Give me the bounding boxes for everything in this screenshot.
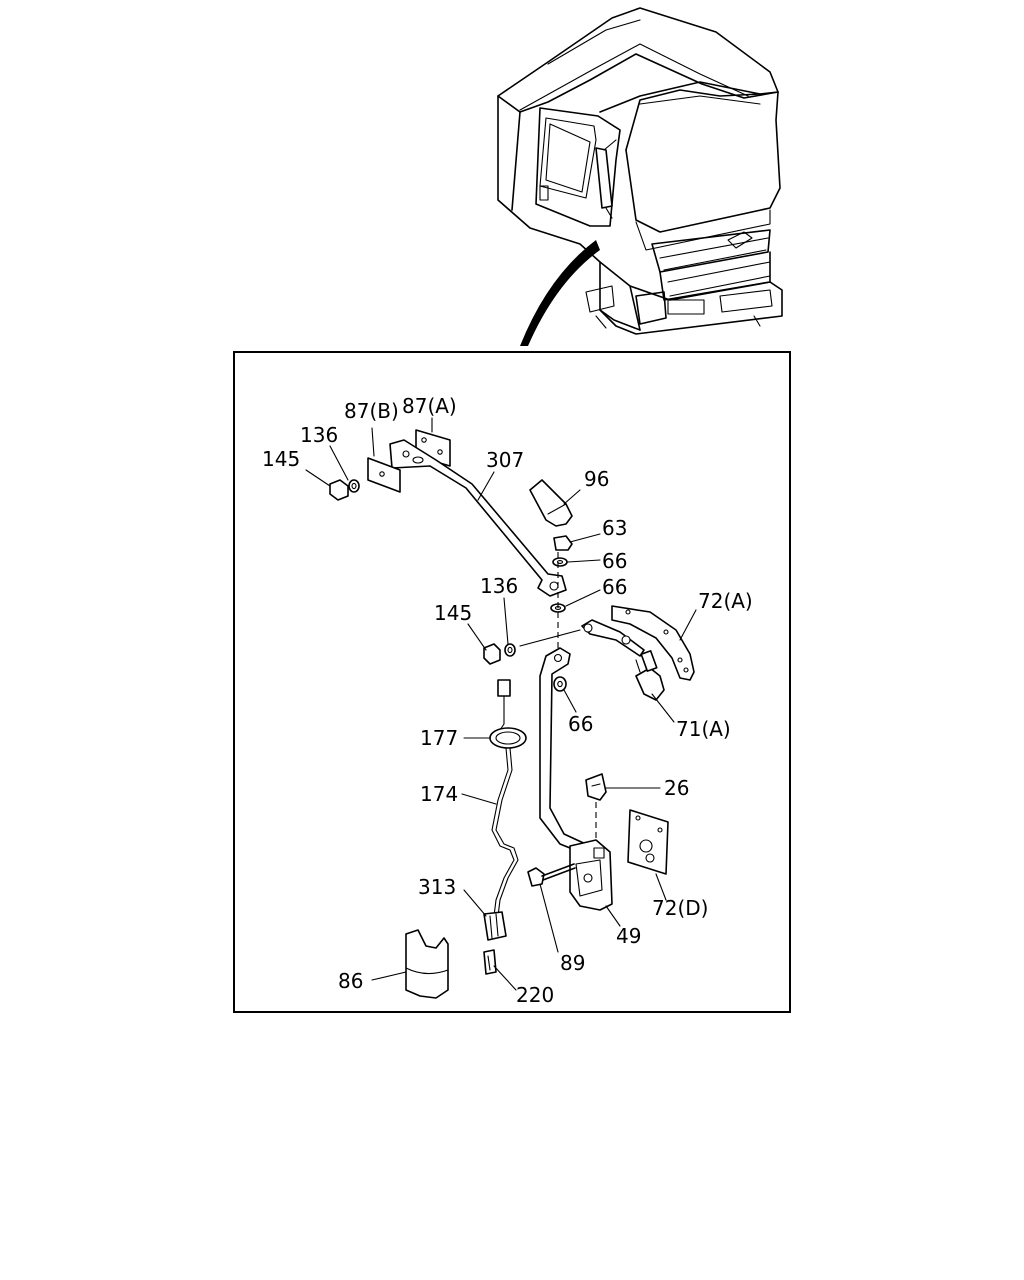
callout-87b: 87(B) bbox=[344, 399, 399, 423]
part-26-clip bbox=[585, 773, 607, 801]
callout-145-top: 145 bbox=[262, 447, 300, 471]
callout-313: 313 bbox=[418, 875, 456, 899]
callout-87a: 87(A) bbox=[402, 394, 457, 418]
part-313-connector bbox=[483, 911, 507, 941]
part-96-cap bbox=[529, 479, 573, 527]
callout-66-third: 66 bbox=[568, 712, 593, 736]
part-71a-clamp bbox=[635, 667, 665, 701]
callout-71a: 71(A) bbox=[676, 717, 731, 741]
exploded-parts bbox=[329, 429, 695, 999]
callout-136-top: 136 bbox=[300, 423, 338, 447]
part-220-clip bbox=[483, 949, 497, 975]
callout-86: 86 bbox=[338, 969, 363, 993]
part-174-harness bbox=[491, 747, 515, 917]
callout-174: 174 bbox=[420, 782, 458, 806]
callout-89: 89 bbox=[560, 951, 585, 975]
callout-66-first: 66 bbox=[602, 549, 627, 573]
callout-49: 49 bbox=[616, 924, 641, 948]
part-72a-bracket bbox=[611, 605, 695, 681]
callout-66-second: 66 bbox=[602, 575, 627, 599]
callout-145-lower: 145 bbox=[434, 601, 472, 625]
callout-307: 307 bbox=[486, 448, 524, 472]
part-connector-top bbox=[497, 679, 511, 697]
callout-26: 26 bbox=[664, 776, 689, 800]
part-89-bolt bbox=[527, 867, 545, 887]
part-145-nut-lower bbox=[483, 643, 501, 665]
part-145-nut-top bbox=[329, 479, 349, 501]
part-mirror-arm bbox=[539, 647, 591, 857]
callout-72d: 72(D) bbox=[652, 896, 708, 920]
truck-cab-illustration bbox=[497, 7, 783, 346]
callout-136-lower: 136 bbox=[480, 574, 518, 598]
callout-63: 63 bbox=[602, 516, 627, 540]
part-63-nut bbox=[553, 535, 573, 551]
callout-220: 220 bbox=[516, 983, 554, 1007]
callout-72a: 72(A) bbox=[698, 589, 753, 613]
part-86-cover bbox=[405, 929, 449, 999]
callout-labels: 87(A) 87(B) 136 145 307 96 63 66 66 136 … bbox=[262, 394, 753, 1007]
callout-177: 177 bbox=[420, 726, 458, 750]
leader-lines bbox=[305, 417, 697, 991]
callout-96: 96 bbox=[584, 467, 609, 491]
part-rod-bracket bbox=[581, 619, 645, 657]
part-177-band bbox=[489, 727, 527, 749]
detail-frame bbox=[233, 351, 791, 1013]
